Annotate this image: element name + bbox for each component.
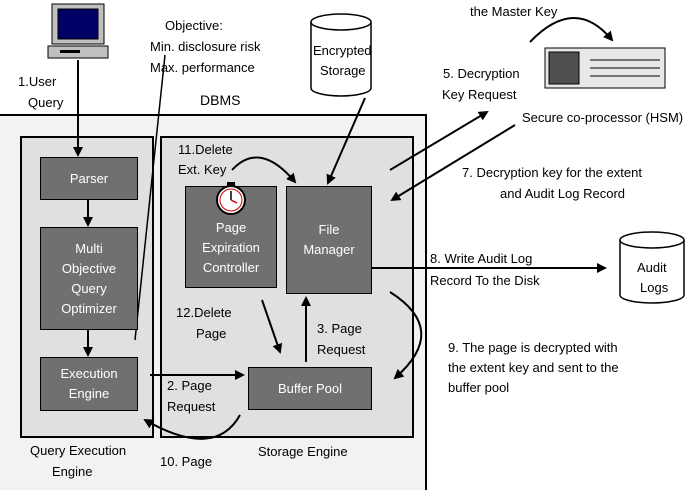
execution-engine-box: Execution Engine [40, 357, 138, 411]
master-key-label: the Master Key [470, 4, 558, 19]
file-manager-line-1: File [318, 222, 340, 237]
step-2-line-1: 2. Page [167, 378, 212, 393]
user-query-line-1: 1.User [18, 74, 57, 89]
hsm-device-icon [544, 47, 666, 89]
step-5-line-1: 5. Decryption [443, 66, 520, 81]
file-manager-line-2: Manager [303, 242, 355, 257]
optimizer-line-2: Objective [61, 260, 117, 276]
execution-line-2: Engine [68, 386, 110, 401]
computer-icon [47, 3, 109, 59]
hsm-label: Secure co-processor (HSM) [522, 110, 684, 125]
user-query-line-2: Query [28, 95, 64, 110]
step-7-line-1: 7. Decryption key for the extent [462, 165, 642, 180]
pec-line-1: Page [215, 220, 247, 235]
encrypted-storage-line-1: Encrypted [313, 43, 372, 58]
storage-engine-title: Storage Engine [258, 444, 348, 459]
optimizer-line-4: Optimizer [61, 300, 117, 316]
objective-line-3: Max. performance [150, 60, 255, 75]
step-8-line-2: Record To the Disk [430, 273, 540, 288]
query-engine-title-1: Query Execution [30, 443, 127, 458]
step-11-line-1: 11.Delete [178, 142, 233, 157]
objective-line-1: Objective: [165, 18, 223, 33]
step-12-line-1: 12.Delete [176, 305, 232, 320]
step-9-line-3: buffer pool [448, 380, 510, 395]
step-3-line-2: Request [317, 342, 366, 357]
buffer-pool-box: Buffer Pool [248, 367, 372, 410]
buffer-pool-label: Buffer Pool [277, 381, 343, 396]
step-10-label: 10. Page [160, 454, 213, 469]
audit-logs-line-1: Audit [637, 260, 667, 275]
parser-box: Parser [40, 157, 138, 200]
audit-logs-cylinder-icon [619, 231, 685, 304]
step-11-line-2: Ext. Key [178, 162, 227, 177]
dbms-label: DBMS [200, 92, 241, 108]
step-12-line-2: Page [196, 326, 227, 341]
step-5-line-2: Key Request [442, 87, 517, 102]
step-3-line-1: 3. Page [317, 321, 362, 336]
file-manager-box: File Manager [286, 186, 372, 294]
query-engine-title-2: Engine [52, 464, 93, 479]
optimizer-box: Multi Objective Query Optimizer [40, 227, 138, 330]
page-expiration-controller-box: Page Expiration Controller [185, 186, 277, 288]
execution-line-1: Execution [60, 366, 118, 381]
step-9-line-1: 9. The page is decrypted with [448, 340, 618, 355]
parser-label: Parser [69, 171, 109, 186]
step-2-line-2: Request [167, 399, 216, 414]
audit-logs-line-2: Logs [640, 280, 669, 295]
encrypted-storage-line-2: Storage [320, 63, 366, 78]
step-7-line-2: and Audit Log Record [500, 186, 626, 201]
optimizer-line-1: Multi [75, 240, 103, 256]
pec-line-2: Expiration [202, 240, 260, 255]
step-8-line-1: 8. Write Audit Log [430, 251, 533, 266]
optimizer-line-3: Query [71, 280, 107, 296]
pec-line-3: Controller [202, 260, 260, 275]
step-9-line-2: the extent key and sent to the [448, 360, 619, 375]
encrypted-storage-cylinder-icon [310, 13, 372, 97]
objective-line-2: Min. disclosure risk [150, 39, 261, 54]
